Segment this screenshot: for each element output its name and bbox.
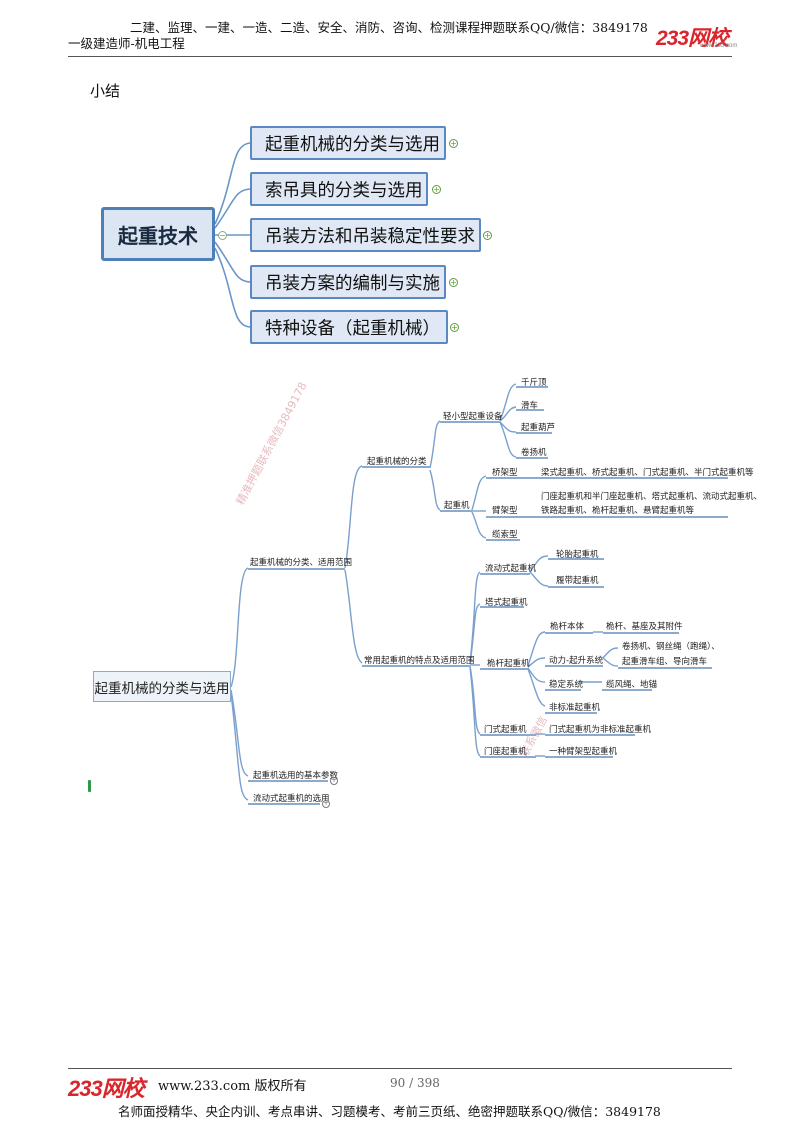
site-logo-url: www.233.com bbox=[700, 43, 738, 49]
mm2-mast-body[interactable]: 桅杆本体 bbox=[550, 622, 585, 632]
underline bbox=[516, 386, 548, 388]
underline bbox=[618, 667, 712, 669]
footer-logo: 233网校 bbox=[68, 1076, 145, 1101]
expand-icon[interactable]: + bbox=[322, 800, 330, 808]
footer-promo-text: 名师面授精华、央企内训、考点串讲、习题模考、考前三页纸、绝密押题联系QQ/微信：… bbox=[118, 1104, 661, 1119]
mm2-boom-desc: 门座起重机和半门座起重机、塔式起重机、流动式起重机、 bbox=[541, 492, 763, 502]
underline bbox=[440, 421, 500, 423]
mm2-cable-type[interactable]: 缆索型 bbox=[492, 530, 518, 540]
mm2-mast-stable-desc: 缆风绳、地锚 bbox=[606, 680, 658, 690]
mindmap1-branch-1[interactable]: 起重机械的分类与选用 bbox=[250, 126, 446, 160]
mm2-light-item[interactable]: 起重葫芦 bbox=[521, 423, 556, 433]
underline bbox=[362, 466, 430, 468]
expand-icon[interactable]: + bbox=[450, 323, 459, 332]
mm2-mast-power[interactable]: 动力-起升系统 bbox=[549, 656, 604, 666]
mm2-mobile-item[interactable]: 履带起重机 bbox=[556, 576, 599, 586]
underline bbox=[248, 568, 345, 570]
underline bbox=[545, 689, 581, 691]
cursor-marker bbox=[88, 780, 91, 792]
footer-copyright: www.233.com 版权所有 bbox=[158, 1079, 307, 1094]
mm2-portal-crane[interactable]: 门座起重机 bbox=[484, 747, 527, 757]
underline bbox=[545, 632, 593, 634]
page-number: 90 / 398 bbox=[390, 1076, 440, 1090]
mm2-l2-common-cranes[interactable]: 常用起重机的特点及适用范围 bbox=[364, 656, 475, 666]
mm2-gantry-crane[interactable]: 门式起重机 bbox=[484, 725, 527, 735]
mm2-mast-crane[interactable]: 桅杆起重机 bbox=[487, 659, 530, 669]
mm2-light-item[interactable]: 千斤顶 bbox=[521, 378, 547, 388]
underline bbox=[362, 665, 470, 667]
mm2-mobile-item[interactable]: 轮胎起重机 bbox=[556, 550, 599, 560]
mm2-l2-classification[interactable]: 起重机械的分类 bbox=[367, 457, 427, 467]
underline bbox=[248, 780, 328, 782]
mindmap1-branch-4[interactable]: 吊装方案的编制与实施 bbox=[250, 265, 446, 299]
underline bbox=[545, 756, 613, 758]
underline bbox=[486, 516, 728, 518]
mindmap1-branch-5[interactable]: 特种设备（起重机械） bbox=[250, 310, 448, 344]
expand-icon[interactable]: + bbox=[483, 231, 492, 240]
underline bbox=[548, 586, 604, 588]
mm2-l1-params[interactable]: 起重机选用的基本参数 bbox=[253, 771, 339, 781]
mindmap1-branch-2[interactable]: 索吊具的分类与选用 bbox=[250, 172, 428, 206]
mindmap2-root-node[interactable]: 起重机械的分类与选用 bbox=[93, 671, 231, 702]
expand-icon[interactable]: + bbox=[330, 777, 338, 785]
mindmap1-branch-3[interactable]: 吊装方法和吊装稳定性要求 bbox=[250, 218, 481, 252]
mm2-light-equipment[interactable]: 轻小型起重设备 bbox=[443, 412, 503, 422]
underline bbox=[480, 734, 536, 736]
underline bbox=[545, 734, 635, 736]
mm2-mast-power-desc: 起重滑车组、导向滑车 bbox=[622, 657, 708, 667]
mm2-mast-body-desc: 桅杆、基座及其附件 bbox=[606, 622, 683, 632]
header-divider bbox=[68, 56, 732, 57]
underline bbox=[603, 632, 679, 634]
mindmap1-connectors bbox=[214, 142, 251, 328]
mm2-bridge-desc: 梁式起重机、桥式起重机、门式起重机、半门式起重机等 bbox=[541, 468, 754, 478]
mm2-crane[interactable]: 起重机 bbox=[444, 501, 470, 511]
section-title: 小结 bbox=[90, 82, 121, 100]
expand-icon[interactable]: + bbox=[449, 139, 458, 148]
header-subject: 一级建造师-机电工程 bbox=[68, 36, 185, 51]
mm2-l1-mobile-selection[interactable]: 流动式起重机的选用 bbox=[253, 794, 330, 804]
underline bbox=[516, 432, 552, 434]
underline bbox=[516, 409, 544, 411]
mm2-light-item[interactable]: 滑车 bbox=[521, 401, 539, 411]
mm2-tower-crane[interactable]: 塔式起重机 bbox=[485, 598, 528, 608]
underline bbox=[480, 756, 536, 758]
mm2-gantry-desc: 门式起重机为非标准起重机 bbox=[549, 725, 652, 735]
mm2-portal-desc: 一种臂架型起重机 bbox=[549, 747, 618, 757]
underline bbox=[480, 668, 528, 670]
mm2-boom-desc: 铁路起重机、桅杆起重机、悬臂起重机等 bbox=[541, 506, 695, 516]
underline bbox=[545, 712, 597, 714]
mm2-bridge-type[interactable]: 桥架型 bbox=[492, 468, 518, 478]
collapse-icon[interactable]: − bbox=[218, 231, 227, 240]
mm2-mast-nonstd[interactable]: 非标准起重机 bbox=[549, 703, 601, 713]
underline bbox=[486, 539, 520, 541]
mm2-boom-type[interactable]: 臂架型 bbox=[492, 506, 518, 516]
mm2-light-item[interactable]: 卷扬机 bbox=[521, 448, 547, 458]
underline bbox=[545, 665, 603, 667]
mm2-mast-stable[interactable]: 稳定系统 bbox=[549, 680, 584, 690]
mm2-mast-power-desc: 卷扬机、钢丝绳（跑绳）、 bbox=[622, 642, 720, 652]
underline bbox=[548, 558, 604, 560]
underline bbox=[248, 803, 320, 805]
underline bbox=[440, 510, 472, 512]
header-promo-text: 二建、监理、一建、一造、二造、安全、消防、咨询、检测课程押题联系QQ/微信：38… bbox=[130, 20, 648, 35]
mm2-mobile-crane[interactable]: 流动式起重机 bbox=[485, 564, 537, 574]
footer-divider bbox=[68, 1068, 732, 1069]
underline bbox=[516, 457, 548, 459]
underline bbox=[486, 477, 728, 479]
expand-icon[interactable]: + bbox=[432, 185, 441, 194]
mindmap1-root-node[interactable]: 起重技术 bbox=[101, 207, 215, 261]
underline bbox=[602, 689, 652, 691]
site-logo: 233网校 bbox=[656, 27, 729, 50]
underline bbox=[480, 606, 524, 608]
expand-icon[interactable]: + bbox=[449, 278, 458, 287]
underline bbox=[480, 573, 530, 575]
mm2-l1-classification[interactable]: 起重机械的分类、适用范围 bbox=[250, 558, 353, 568]
mindmap2-connectors bbox=[230, 383, 619, 801]
